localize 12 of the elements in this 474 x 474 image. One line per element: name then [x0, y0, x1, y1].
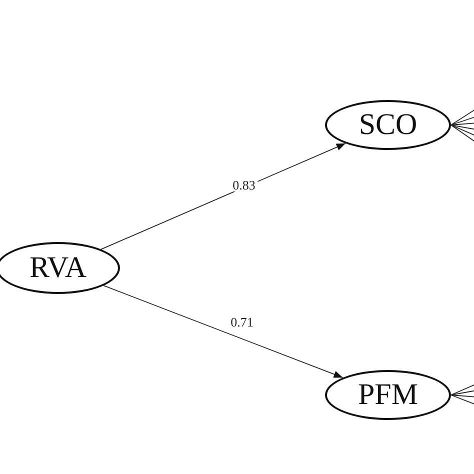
- variable-name: PFM: [358, 380, 418, 410]
- indicator-line: [450, 124, 474, 132]
- indicator-line: [450, 394, 474, 398]
- indicator-line: [450, 122, 474, 126]
- indicator-line: [450, 388, 474, 396]
- edge-label: 0.83: [230, 178, 258, 192]
- edge-label: 0.71: [228, 316, 256, 328]
- arrow: [103, 285, 344, 378]
- arrow: [100, 142, 346, 250]
- variable-name: SCO: [358, 110, 418, 140]
- variable-name: RVA: [29, 253, 87, 283]
- latent-variable-ellipse: [0, 242, 120, 294]
